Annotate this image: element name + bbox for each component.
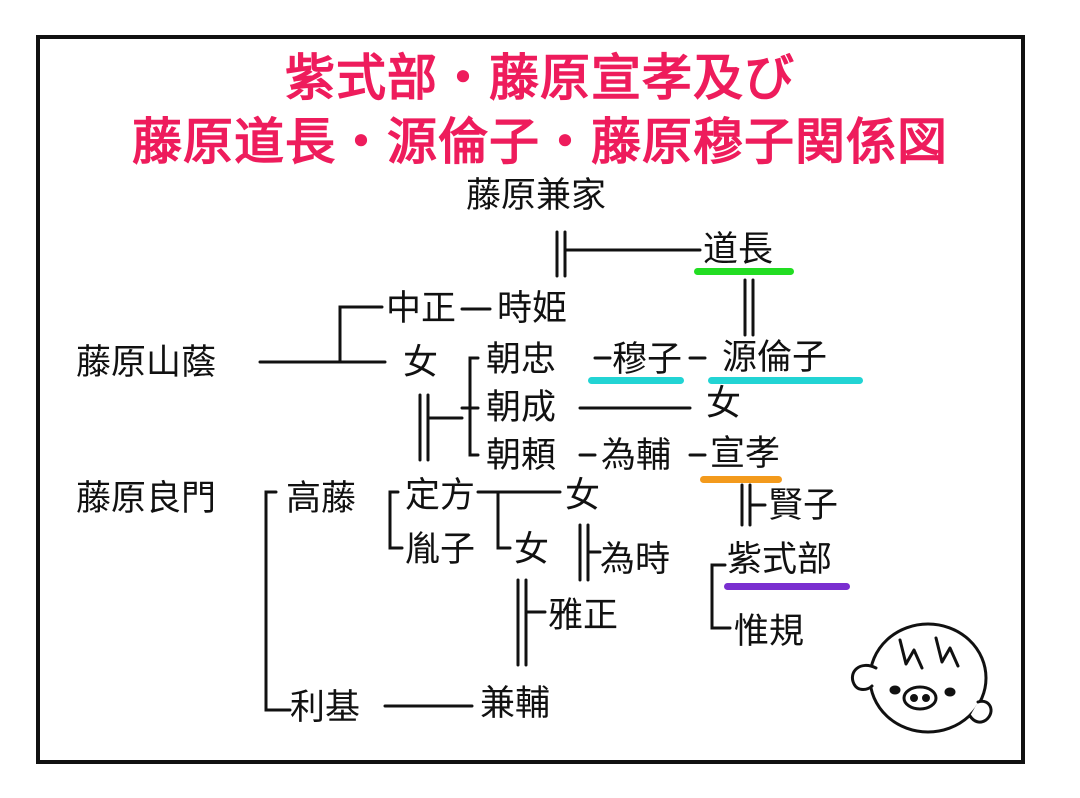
node-masatada: 雅正 — [548, 596, 619, 636]
node-takafuji: 高藤 — [286, 479, 357, 519]
bracket-yoshikado — [264, 490, 292, 712]
node-minamoto-rinshi: 源倫子 — [722, 338, 828, 378]
node-asayori: 朝頼 — [486, 436, 557, 476]
node-murasaki-shikibu: 紫式部 — [727, 540, 833, 580]
diagram-title-line1: 紫式部・藤原宣孝及び — [285, 49, 795, 107]
node-onna-1: 女 — [403, 343, 439, 383]
node-tametoki: 為時 — [600, 540, 671, 580]
node-sadakata: 定方 — [405, 476, 476, 516]
bracket-sadakata — [496, 490, 512, 550]
bracket-takafuji — [388, 490, 404, 550]
line-to-nakamasa — [338, 305, 384, 364]
node-michinaga: 道長 — [703, 230, 774, 270]
node-bokushi: 穆子 — [612, 340, 683, 380]
node-onna-4: 女 — [514, 530, 550, 570]
node-fujiwara-kaneie: 藤原兼家 — [466, 176, 607, 216]
node-kanesuke: 兼輔 — [480, 684, 551, 724]
node-toshimoto: 利基 — [290, 688, 361, 728]
diagram-frame — [36, 35, 1025, 764]
node-nakamasa: 中正 — [386, 289, 457, 329]
underline-rinshi — [708, 377, 863, 384]
underline-nobutaka — [700, 476, 782, 483]
diagram-title-line2: 藤原道長・源倫子・藤原穆子関係図 — [132, 113, 948, 171]
underline-murasaki — [724, 583, 850, 590]
node-tokihime: 時姫 — [497, 289, 568, 329]
node-kenshi: 賢子 — [768, 486, 839, 526]
node-asanari: 朝成 — [486, 388, 557, 428]
smiling-face-icon — [851, 622, 993, 734]
underline-michinaga — [694, 268, 794, 275]
node-nobunori: 惟規 — [734, 612, 805, 652]
bracket-tametoki — [710, 563, 732, 630]
node-onna-3: 女 — [565, 476, 601, 516]
node-tamesuke: 為輔 — [601, 436, 672, 476]
node-nobutaka: 宣孝 — [710, 434, 781, 474]
node-fujiwara-yoshikado: 藤原良門 — [76, 479, 217, 519]
node-onna-2: 女 — [706, 384, 742, 424]
underline-bokushi — [588, 377, 684, 384]
node-asatada: 朝忠 — [486, 340, 557, 380]
node-fujiwara-yamakage: 藤原山蔭 — [76, 343, 217, 383]
node-inko: 胤子 — [405, 530, 476, 570]
